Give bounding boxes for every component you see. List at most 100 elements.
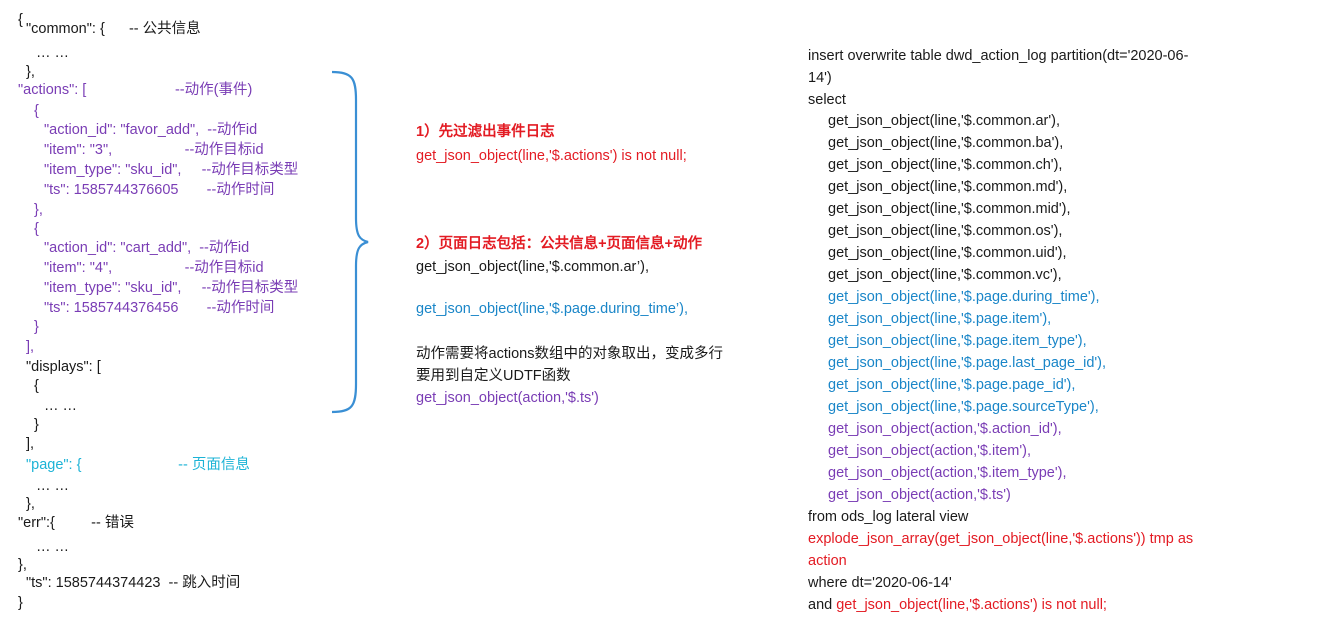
- sql-line: get_json_object(line,'$.common.ba'),: [828, 133, 1063, 153]
- json-line: "ts": 1585744374423 -- 跳入时间: [26, 573, 240, 593]
- sql-line: get_json_object(line,'$.common.vc'),: [828, 265, 1062, 285]
- json-text: … …: [44, 398, 78, 414]
- sql-line: get_json_object(line,'$.common.ch'),: [828, 155, 1062, 175]
- note-line: get_json_object(action,'$.ts'): [416, 388, 599, 408]
- sql-text: 14'): [808, 70, 832, 86]
- sql-line: select: [808, 90, 846, 110]
- json-text: }: [18, 595, 23, 611]
- json-text: "action_id": "favor_add", --动作id: [44, 122, 258, 138]
- json-text: },: [34, 202, 43, 218]
- json-text: },: [18, 557, 27, 573]
- json-line: "ts": 1585744376605 --动作时间: [44, 180, 274, 200]
- note-line: 1）先过滤出事件日志: [416, 122, 555, 142]
- sql-line: insert overwrite table dwd_action_log pa…: [808, 46, 1188, 66]
- json-text: {: [18, 12, 23, 28]
- json-line: "item_type": "sku_id", --动作目标类型: [44, 160, 298, 180]
- note-line: get_json_object(line,'$.actions') is not…: [416, 146, 687, 166]
- note-text: get_json_object(line,'$.actions') is not…: [416, 148, 687, 164]
- json-line: {: [34, 101, 39, 121]
- json-text: "item": "4", --动作目标id: [44, 260, 264, 276]
- json-text: "item_type": "sku_id", --动作目标类型: [44, 280, 299, 296]
- json-line: {: [34, 219, 39, 239]
- note-line: 动作需要将actions数组中的对象取出，变成多行: [416, 344, 723, 364]
- json-line: "err":{ -- 错误: [18, 513, 134, 533]
- note-text: get_json_object(action,'$.ts'): [416, 390, 599, 406]
- json-line: }: [18, 593, 23, 613]
- json-text: "ts": 1585744376456 --动作时间: [44, 300, 275, 316]
- json-text: … …: [36, 539, 70, 555]
- json-line: {: [34, 376, 39, 396]
- json-line: "item": "4", --动作目标id: [44, 258, 264, 278]
- sql-line: where dt='2020-06-14': [808, 573, 952, 593]
- json-text: "displays": [: [26, 359, 101, 375]
- note-text: 2）页面日志包括：公共信息+页面信息+动作: [416, 236, 702, 252]
- json-text: "ts": 1585744374423 -- 跳入时间: [26, 575, 241, 591]
- json-text: "err":{ -- 错误: [18, 515, 134, 531]
- sql-line: get_json_object(line,'$.page.during_time…: [828, 287, 1100, 307]
- sql-line: get_json_object(line,'$.page.item_type')…: [828, 331, 1087, 351]
- json-text: "item_type": "sku_id", --动作目标类型: [44, 162, 299, 178]
- sql-text: get_json_object(line,'$.page.item_type')…: [828, 333, 1087, 349]
- json-text: ],: [26, 436, 35, 452]
- sql-text: get_json_object(line,'$.page.item'),: [828, 311, 1052, 327]
- json-text: },: [26, 496, 35, 512]
- sql-line: get_json_object(line,'$.common.mid'),: [828, 199, 1071, 219]
- json-line: "item": "3", --动作目标id: [44, 140, 264, 160]
- json-text: "ts": 1585744376605 --动作时间: [44, 182, 275, 198]
- sql-line: get_json_object(action,'$.item_type'),: [828, 463, 1066, 483]
- json-line: },: [18, 555, 27, 575]
- sql-text: get_json_object(line,'$.common.os'),: [828, 223, 1063, 239]
- json-line: "action_id": "favor_add", --动作id: [44, 120, 257, 140]
- json-line: ],: [26, 337, 34, 357]
- json-text: }: [34, 319, 39, 335]
- sql-text: get_json_object(line,'$.actions') is not…: [836, 597, 1107, 613]
- json-line: ],: [26, 434, 34, 454]
- json-text: },: [26, 64, 35, 80]
- json-text: … …: [36, 45, 70, 61]
- sql-text: get_json_object(action,'$.action_id'),: [828, 421, 1062, 437]
- sql-text: get_json_object(line,'$.common.ba'),: [828, 135, 1064, 151]
- sql-text: get_json_object(line,'$.common.md'),: [828, 179, 1068, 195]
- json-line: … …: [36, 537, 69, 557]
- sql-text: get_json_object(line,'$.common.ch'),: [828, 157, 1063, 173]
- sql-line: get_json_object(action,'$.ts'): [828, 485, 1011, 505]
- json-line: "item_type": "sku_id", --动作目标类型: [44, 278, 298, 298]
- sql-line: and get_json_object(line,'$.actions') is…: [808, 595, 1107, 615]
- json-text: "action_id": "cart_add", --动作id: [44, 240, 250, 256]
- sql-text: select: [808, 92, 846, 108]
- note-line: 要用到自定义UDTF函数: [416, 366, 571, 386]
- json-line: … …: [36, 43, 69, 63]
- sql-text: get_json_object(action,'$.item_type'),: [828, 465, 1067, 481]
- json-line: "page": { -- 页面信息: [26, 455, 250, 475]
- json-line: }: [34, 317, 39, 337]
- sql-text: explode_json_array(get_json_object(line,…: [808, 531, 1194, 547]
- json-line: … …: [36, 476, 69, 496]
- sql-text: get_json_object(line,'$.common.mid'),: [828, 201, 1071, 217]
- sql-text: and: [808, 597, 837, 613]
- sql-line: get_json_object(line,'$.page.item'),: [828, 309, 1051, 329]
- json-line: … …: [44, 396, 77, 416]
- sql-text: get_json_object(line,'$.common.vc'),: [828, 267, 1062, 283]
- json-text: … …: [36, 478, 70, 494]
- json-text: ],: [26, 339, 35, 355]
- sql-text: from ods_log lateral view: [808, 509, 969, 525]
- json-text: --动作(事件): [86, 82, 253, 98]
- sql-line: get_json_object(line,'$.common.uid'),: [828, 243, 1066, 263]
- sql-line: action: [808, 551, 847, 571]
- sql-text: action: [808, 553, 847, 569]
- json-text: {: [34, 103, 39, 119]
- sql-line: explode_json_array(get_json_object(line,…: [808, 529, 1193, 549]
- sql-text: get_json_object(line,'$.common.ar'),: [828, 113, 1061, 129]
- sql-text: insert overwrite table dwd_action_log pa…: [808, 48, 1189, 64]
- note-line: 2）页面日志包括：公共信息+页面信息+动作: [416, 234, 702, 254]
- json-line: "common": { -- 公共信息: [26, 19, 201, 39]
- sql-text: get_json_object(line,'$.page.during_time…: [828, 289, 1100, 305]
- curly-brace-bracket: [331, 70, 369, 414]
- json-line: },: [34, 200, 43, 220]
- json-line: },: [26, 494, 35, 514]
- sql-text: get_json_object(line,'$.common.uid'),: [828, 245, 1067, 261]
- sql-line: get_json_object(action,'$.item'),: [828, 441, 1031, 461]
- sql-line: get_json_object(line,'$.common.md'),: [828, 177, 1067, 197]
- note-text: 动作需要将actions数组中的对象取出，变成多行: [416, 346, 723, 362]
- json-line: "displays": [: [26, 357, 101, 377]
